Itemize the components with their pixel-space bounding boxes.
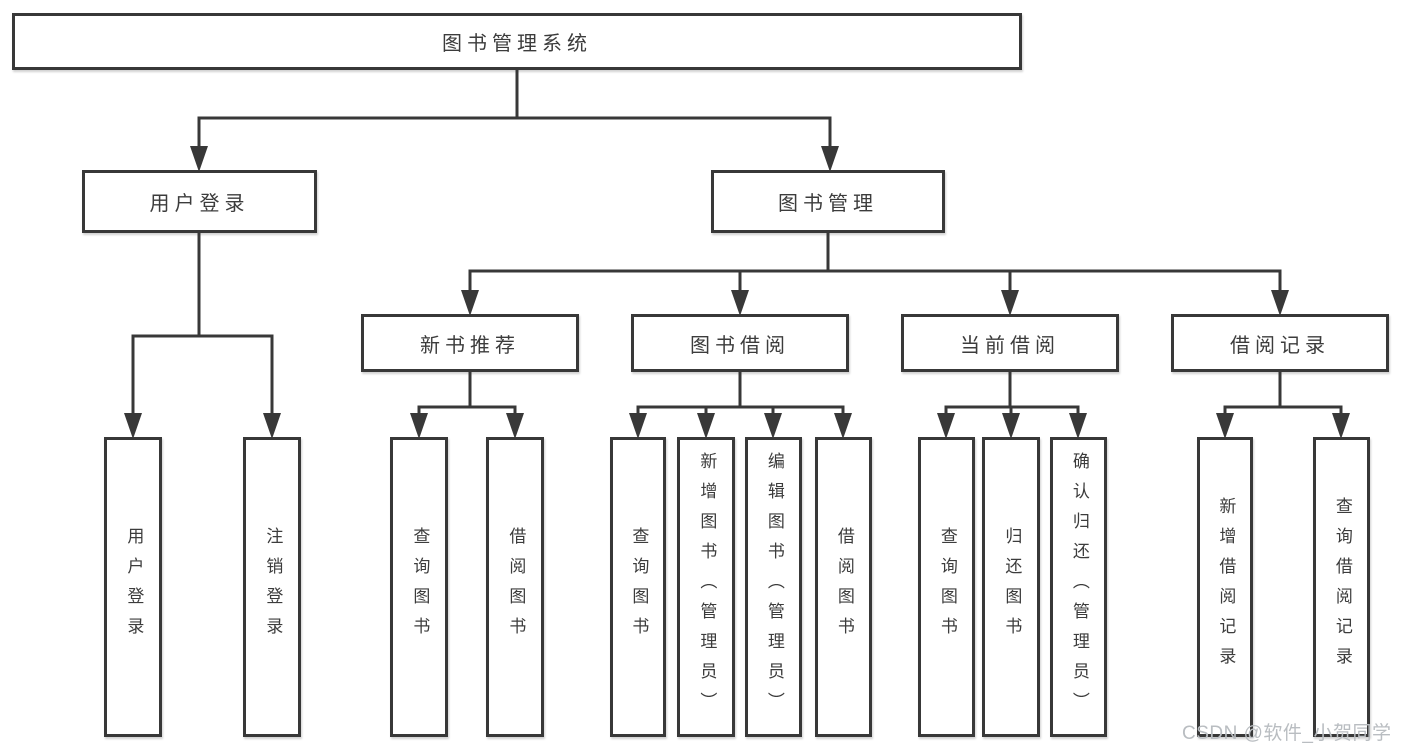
arrow-down-icon xyxy=(629,413,647,439)
leaf-cb-return-books: 归还图书 xyxy=(982,437,1040,737)
node-new-book-recommend-label: 新书推荐 xyxy=(420,334,520,357)
leaf-cb-query-books: 查询图书 xyxy=(918,437,975,737)
leaf-bb-query-books: 查询图书 xyxy=(610,437,666,737)
node-root-label: 图书管理系统 xyxy=(442,33,592,55)
arrow-down-icon xyxy=(1069,413,1087,439)
connector-book-borrow xyxy=(629,372,852,439)
leaf-cb-confirm-return-admin-label: 确认归还（管理员） xyxy=(1069,452,1089,722)
leaf-logout-label: 注销登录 xyxy=(263,527,283,647)
arrow-down-icon xyxy=(1271,290,1289,316)
leaf-bb-edit-books-admin: 编辑图书（管理员） xyxy=(745,437,802,737)
leaf-cb-query-books-label: 查询图书 xyxy=(937,527,957,647)
arrow-down-icon xyxy=(461,290,479,316)
connector-book-management xyxy=(461,233,1289,316)
node-book-management-label: 图书管理 xyxy=(778,193,878,215)
node-borrow-records-label: 借阅记录 xyxy=(1230,334,1330,357)
leaf-bb-borrow-books: 借阅图书 xyxy=(815,437,872,737)
leaf-bb-add-books-admin-label: 新增图书（管理员） xyxy=(697,452,717,722)
node-new-book-recommend: 新书推荐 xyxy=(361,314,579,372)
arrow-down-icon xyxy=(1001,290,1019,316)
arrow-down-icon xyxy=(937,413,955,439)
connector-user-login xyxy=(124,233,281,439)
node-borrow-records: 借阅记录 xyxy=(1171,314,1389,372)
arrow-down-icon xyxy=(821,146,839,172)
arrow-down-icon xyxy=(1332,413,1350,439)
leaf-bb-query-books-label: 查询图书 xyxy=(629,527,649,647)
arrow-down-icon xyxy=(263,413,281,439)
arrow-down-icon xyxy=(697,413,715,439)
arrow-down-icon xyxy=(1216,413,1234,439)
node-current-borrow-label: 当前借阅 xyxy=(960,334,1060,357)
node-user-login: 用户登录 xyxy=(82,170,317,233)
node-current-borrow: 当前借阅 xyxy=(901,314,1119,372)
arrow-down-icon xyxy=(1002,413,1020,439)
arrow-down-icon xyxy=(506,413,524,439)
arrow-down-icon xyxy=(190,146,208,172)
node-root: 图书管理系统 xyxy=(12,13,1022,70)
leaf-nb-borrow-books: 借阅图书 xyxy=(486,437,544,737)
leaf-bb-add-books-admin: 新增图书（管理员） xyxy=(677,437,735,737)
leaf-bb-edit-books-admin-label: 编辑图书（管理员） xyxy=(764,452,784,722)
leaf-bb-borrow-books-label: 借阅图书 xyxy=(834,527,854,647)
connector-current-borrow xyxy=(937,372,1087,439)
node-book-borrow: 图书借阅 xyxy=(631,314,849,372)
leaf-user-login-label: 用户登录 xyxy=(124,527,144,647)
node-book-borrow-label: 图书借阅 xyxy=(690,334,790,357)
node-book-management: 图书管理 xyxy=(711,170,945,233)
connector-borrow-records xyxy=(1216,372,1350,439)
arrow-down-icon xyxy=(410,413,428,439)
arrow-down-icon xyxy=(731,290,749,316)
arrow-down-icon xyxy=(124,413,142,439)
leaf-logout: 注销登录 xyxy=(243,437,301,737)
leaf-user-login: 用户登录 xyxy=(104,437,162,737)
leaf-br-add-record-label: 新增借阅记录 xyxy=(1216,497,1236,677)
leaf-cb-return-books-label: 归还图书 xyxy=(1002,527,1022,647)
leaf-br-query-record: 查询借阅记录 xyxy=(1313,437,1370,737)
arrow-down-icon xyxy=(764,413,782,439)
csdn-watermark: CSDN @软件_小贺同学 xyxy=(1182,723,1392,744)
leaf-nb-query-books-label: 查询图书 xyxy=(410,527,430,647)
node-user-login-label: 用户登录 xyxy=(149,193,250,215)
connector-root xyxy=(190,70,839,172)
connector-new-book-recommend xyxy=(410,372,524,439)
leaf-cb-confirm-return-admin: 确认归还（管理员） xyxy=(1050,437,1107,737)
leaf-nb-query-books: 查询图书 xyxy=(390,437,448,737)
arrow-down-icon xyxy=(834,413,852,439)
leaf-br-query-record-label: 查询借阅记录 xyxy=(1332,497,1352,677)
leaf-br-add-record: 新增借阅记录 xyxy=(1197,437,1253,737)
leaf-nb-borrow-books-label: 借阅图书 xyxy=(506,527,526,647)
